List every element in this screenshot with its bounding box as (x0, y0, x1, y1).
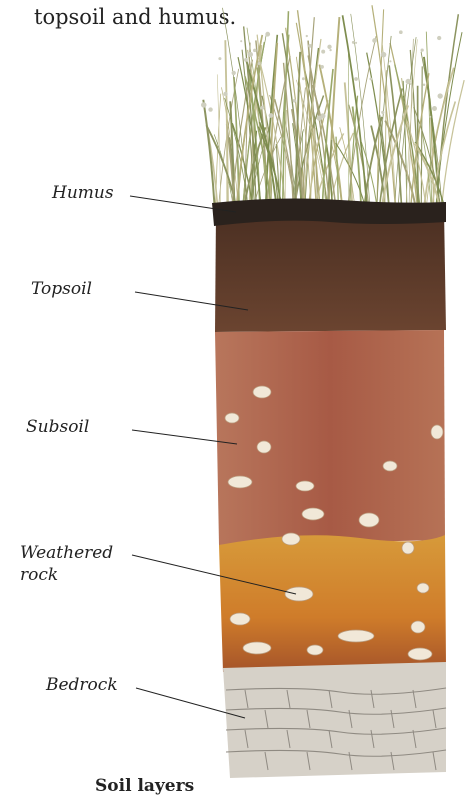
soil-column (212, 199, 446, 778)
label-weathered-rock-line2: rock (20, 565, 58, 585)
label-subsoil: Subsoil (26, 417, 237, 444)
grass-layer (201, 5, 464, 204)
label-bedrock-text: Bedrock (45, 675, 118, 695)
label-humus: Humus (51, 183, 236, 212)
label-topsoil-text: Topsoil (31, 279, 92, 299)
humus-band (212, 199, 446, 226)
subsoil-band (215, 330, 445, 545)
topsoil-band (215, 210, 446, 332)
label-humus-text: Humus (51, 183, 114, 203)
label-bedrock: Bedrock (45, 675, 245, 718)
figure-caption: Soil layers (95, 776, 194, 796)
label-subsoil-text: Subsoil (26, 417, 89, 437)
bedrock-band (223, 662, 446, 778)
label-weathered-rock-line1: Weathered (20, 543, 113, 563)
